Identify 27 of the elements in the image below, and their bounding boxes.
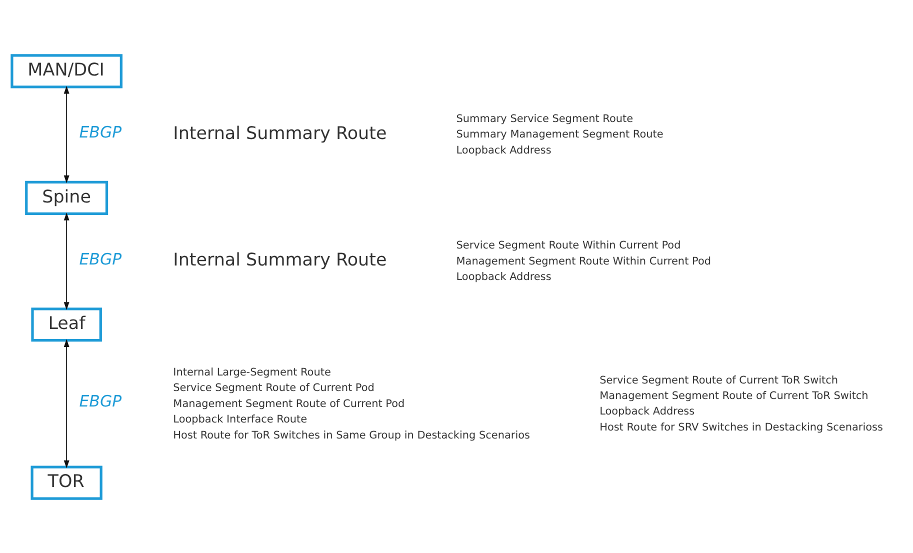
node-box: MAN/DCI <box>10 54 122 88</box>
label: Management Segment Route Within Current Pod <box>456 254 712 267</box>
label: Loopback Address <box>456 144 552 156</box>
edge-label: EBGP <box>79 391 122 410</box>
label: Host Route for SRV Switches in Destacking Scenarioss <box>600 420 883 433</box>
node-box: Leaf <box>31 307 102 342</box>
label: Summary Service Segment Route <box>456 112 634 124</box>
label: Loopback Address <box>456 270 552 283</box>
label: Service Segment Route of Current ToR Switch <box>600 374 838 386</box>
label: Host Route for ToR Switches in Same Group in Destacking Scenarios <box>173 428 530 441</box>
label: Management Segment Route of Current ToR Switch <box>600 389 868 402</box>
label: Loopback Interface Route <box>173 413 308 426</box>
label: Service Segment Route Within Current Pod <box>456 239 681 252</box>
edge-label: EBGP <box>79 122 122 142</box>
arrow <box>64 212 70 310</box>
label: Summary Management Segment Route <box>456 128 664 140</box>
edge-label: EBGP <box>79 248 122 268</box>
label: Internal Large-Segment Route <box>173 366 331 378</box>
node-box: TOR <box>30 465 102 500</box>
arrow <box>64 85 70 183</box>
node-box: Spine <box>25 180 108 214</box>
label: Loopback Address <box>600 405 695 418</box>
label: Internal Summary Route <box>173 250 387 270</box>
label: Service Segment Route of Current Pod <box>173 382 374 394</box>
arrow <box>64 338 70 468</box>
label: Internal Summary Route <box>173 123 387 144</box>
label: Management Segment Route of Current Pod <box>173 397 405 410</box>
